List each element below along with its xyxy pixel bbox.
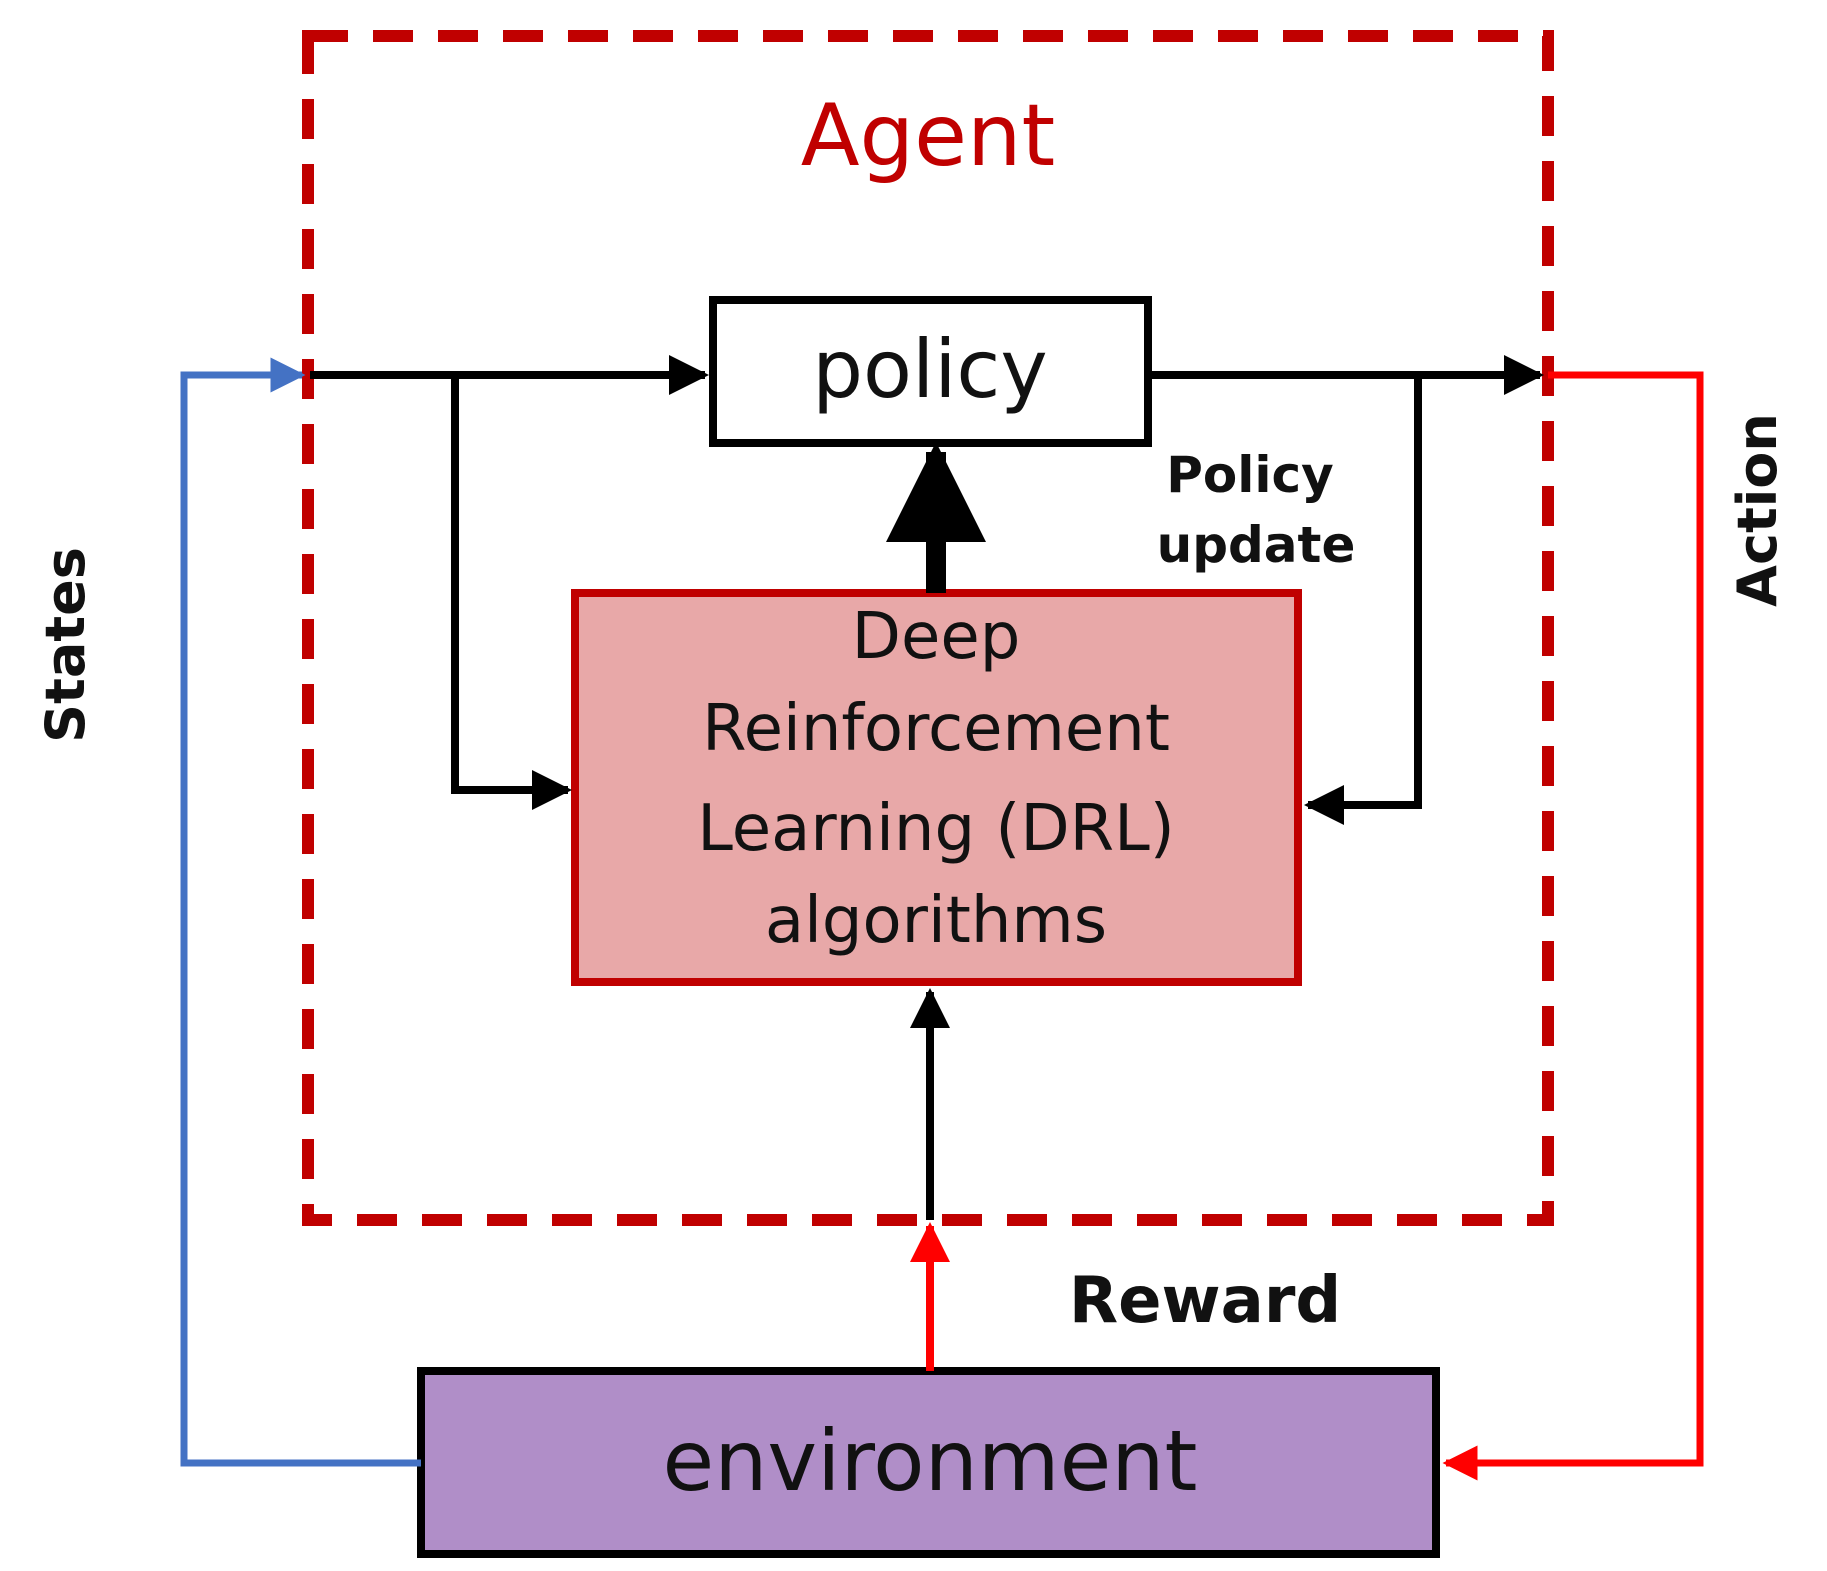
action-to-drl-arrow	[1304, 375, 1422, 825]
policy-label: policy	[812, 323, 1048, 416]
policy-update-label-line-1: Policy	[1166, 446, 1334, 504]
policy-update-label-line-2: update	[1157, 516, 1356, 574]
drl-label-line-2: Reinforcement	[702, 692, 1170, 766]
states-label: States	[34, 547, 97, 743]
action-arrow	[1442, 371, 1704, 1481]
drl-label-line-1: Deep	[852, 600, 1021, 674]
drl-label-line-3: Learning (DRL)	[697, 792, 1175, 866]
states-arrow	[180, 357, 421, 1467]
drl-box	[571, 589, 1302, 986]
reward-label: Reward	[1069, 1264, 1341, 1338]
action-label: Action	[1726, 413, 1789, 607]
agent-boundary	[302, 30, 1554, 1226]
environment-label: environment	[663, 1412, 1198, 1510]
agent-label: Agent	[801, 86, 1056, 186]
drl-label-line-4: algorithms	[765, 884, 1107, 958]
state-to-drl-arrow	[451, 375, 572, 810]
